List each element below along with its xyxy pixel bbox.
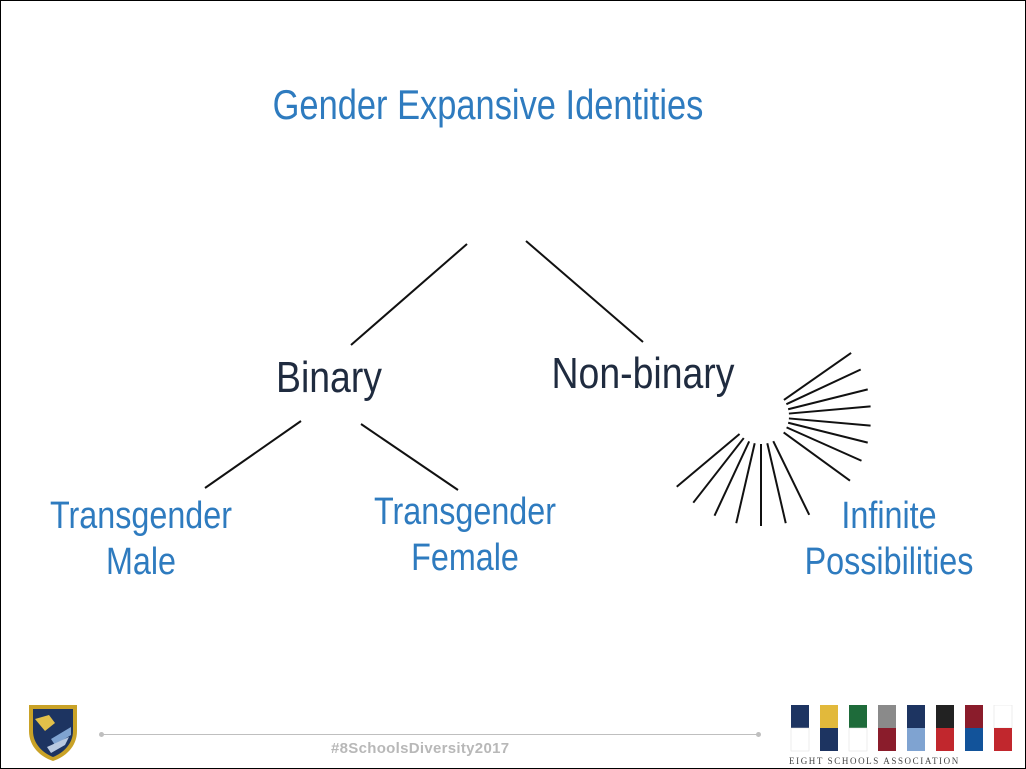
school-shield-logo [29, 705, 77, 761]
school-color-block [936, 728, 954, 751]
school-color-block [878, 728, 896, 751]
burst-line [713, 440, 751, 517]
school-color-block [965, 728, 983, 751]
school-color-block [965, 705, 983, 728]
node-transgender-male-line2: Male [105, 541, 177, 584]
node-binary: Binary [275, 353, 383, 402]
burst-line [787, 421, 868, 444]
node-infinite-line2: Possibilities [804, 541, 974, 584]
eight-schools-association-label: EIGHT SCHOOLS ASSOCIATION [789, 756, 960, 766]
school-color-block [790, 727, 810, 752]
burst-line [787, 388, 868, 411]
footer-hashtag: #8SchoolsDiversity2017 [331, 740, 510, 757]
node-transgender-male: Transgender Male [39, 493, 243, 586]
burst-line [735, 443, 756, 524]
school-color-block [878, 705, 896, 728]
school-color-block [907, 705, 925, 728]
school-color-block [791, 705, 809, 728]
slide-title: Gender Expansive Identities [272, 81, 704, 128]
burst-line [786, 426, 862, 462]
burst-line [772, 440, 811, 516]
connector-root-binary [350, 243, 468, 346]
footer-divider-dot-left [99, 732, 104, 737]
connector-binary-female [360, 423, 459, 491]
burst-line [676, 433, 741, 488]
footer-divider [101, 734, 759, 735]
node-non-binary: Non-binary [551, 349, 735, 398]
school-color-block [849, 705, 867, 728]
eight-schools-logo [790, 705, 1013, 752]
node-infinite-possibilities: Infinite Possibilities [796, 493, 983, 586]
burst-line [766, 443, 787, 524]
node-transgender-female: Transgender Female [363, 489, 567, 582]
school-color-block [820, 705, 838, 728]
burst-line [788, 405, 871, 415]
burst-line [783, 352, 852, 401]
burst-line [788, 417, 871, 427]
connector-root-nonbinary [525, 240, 644, 343]
footer-divider-dot-right [756, 732, 761, 737]
burst-line [692, 437, 745, 504]
school-color-block [820, 728, 838, 751]
node-infinite-line1: Infinite [841, 495, 937, 537]
node-transgender-male-line1: Transgender [50, 495, 232, 537]
burst-line [785, 368, 862, 406]
node-transgender-female-line1: Transgender [374, 491, 556, 533]
school-color-block [907, 728, 925, 751]
connector-binary-male [204, 420, 302, 489]
school-color-block [994, 728, 1012, 751]
school-color-block [993, 705, 1013, 729]
node-transgender-female-line2: Female [411, 537, 519, 580]
school-color-block [848, 727, 868, 752]
burst-line [783, 431, 851, 482]
school-color-block [936, 705, 954, 728]
burst-lines-icon [676, 352, 871, 526]
